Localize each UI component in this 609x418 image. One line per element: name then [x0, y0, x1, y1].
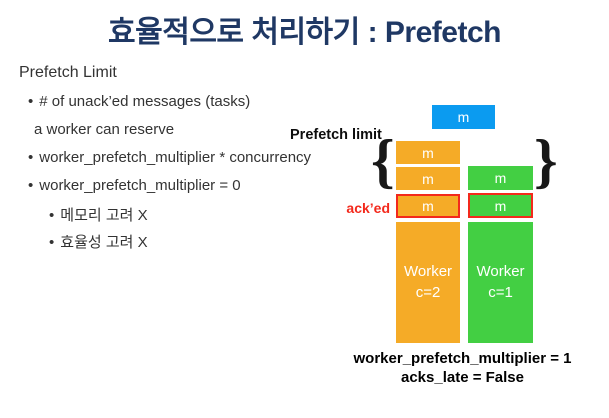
right-brace-icon: }	[534, 128, 558, 194]
acked-label: ack’ed	[346, 200, 390, 216]
list-item-text: 효율성 고려 X	[60, 234, 148, 251]
caption-line-1: worker_prefetch_multiplier = 1	[353, 350, 572, 367]
list-item-text: a worker can reserve	[34, 121, 175, 138]
bullet-icon: •	[28, 177, 34, 194]
list-item-text: 메모리 고려 X	[60, 207, 148, 224]
list-item-text: worker_prefetch_multiplier = 0	[39, 177, 241, 194]
list-item-text: Prefetch Limit	[19, 64, 117, 81]
list-item-text: worker_prefetch_multiplier * concurrency	[39, 149, 312, 166]
left-brace-icon: {	[371, 128, 395, 194]
slide-title: 효율적으로 처리하기 : Prefetch	[108, 16, 501, 49]
list-item-text: # of unack’ed messages (tasks)	[39, 93, 251, 110]
list-item: • # of unack’ed messages (tasks)	[28, 93, 250, 110]
worker-concurrency: c=2	[415, 283, 441, 301]
list-item: • worker_prefetch_multiplier = 0	[28, 177, 241, 194]
green-acked-message: m	[468, 193, 533, 218]
bullet-icon: •	[28, 149, 34, 166]
worker-label: Worker	[476, 263, 525, 281]
incoming-message-box: m	[432, 105, 495, 129]
list-item: • worker_prefetch_multiplier * concurrenc…	[28, 149, 311, 166]
caption-line-2: acks_late = False	[400, 368, 524, 386]
bullet-icon: •	[28, 93, 34, 110]
worker-label: Worker	[403, 263, 453, 281]
list-item: • 메모리 고려 X	[49, 204, 148, 225]
worker-concurrency: c=1	[488, 283, 513, 301]
list-item: a worker can reserve	[34, 121, 174, 138]
orange-acked-message: m	[396, 194, 460, 218]
diagram-caption: worker_prefetch_multiplier = 1 acks_late…	[330, 350, 595, 387]
list-item: • 효율성 고려 X	[49, 231, 148, 252]
list-item: Prefetch Limit	[19, 64, 117, 82]
bullet-icon: •	[49, 234, 55, 251]
worker-green-box: Worker c=1	[468, 222, 533, 343]
orange-queue-message-1: m	[396, 141, 460, 164]
orange-queue-message-2: m	[396, 167, 460, 190]
worker-orange-box: Worker c=2	[396, 222, 460, 343]
prefetch-limit-label: Prefetch limit	[290, 127, 382, 143]
bullet-icon: •	[49, 207, 55, 224]
green-queue-message-1: m	[468, 166, 533, 190]
